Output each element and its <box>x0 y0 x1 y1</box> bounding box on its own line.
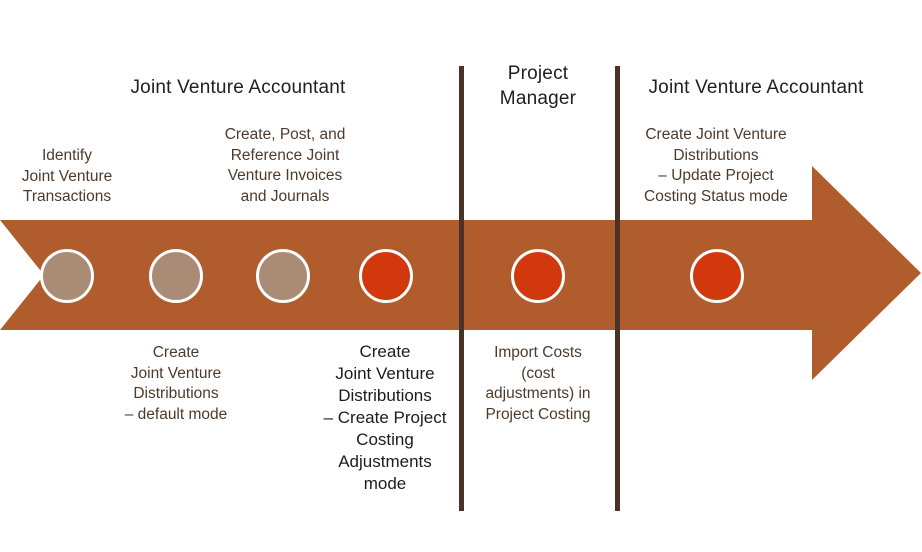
lane-header-jv-accountant-2: Joint Venture Accountant <box>648 77 864 98</box>
step-label-identify-transactions: Identify Joint Venture Transactions <box>21 147 113 205</box>
lane-divider-right <box>615 66 620 511</box>
milestone-circle <box>40 249 94 303</box>
step-label-update-costing-status: Create Joint Venture Distributions – Upd… <box>644 126 788 205</box>
milestone-circle <box>149 249 203 303</box>
step-label-distributions-default-mode: Create Joint Venture Distributions – def… <box>124 344 228 423</box>
lane-header-jv-accountant-1: Joint Venture Accountant <box>130 77 346 98</box>
step-label-create-post-reference: Create, Post, and Reference Joint Ventur… <box>224 126 346 205</box>
milestone-circle <box>511 249 565 303</box>
step-label-costing-adjustments-mode: Create Joint Venture Distributions – Cre… <box>323 342 447 493</box>
milestone-track <box>0 249 922 303</box>
milestone-circle <box>256 249 310 303</box>
lane-header-project-manager: Project Manager <box>499 63 577 109</box>
lane-divider-left <box>459 66 464 511</box>
milestone-circle <box>690 249 744 303</box>
step-label-import-costs: Import Costs (cost adjustments) in Proje… <box>485 344 591 423</box>
milestone-circle <box>359 249 413 303</box>
